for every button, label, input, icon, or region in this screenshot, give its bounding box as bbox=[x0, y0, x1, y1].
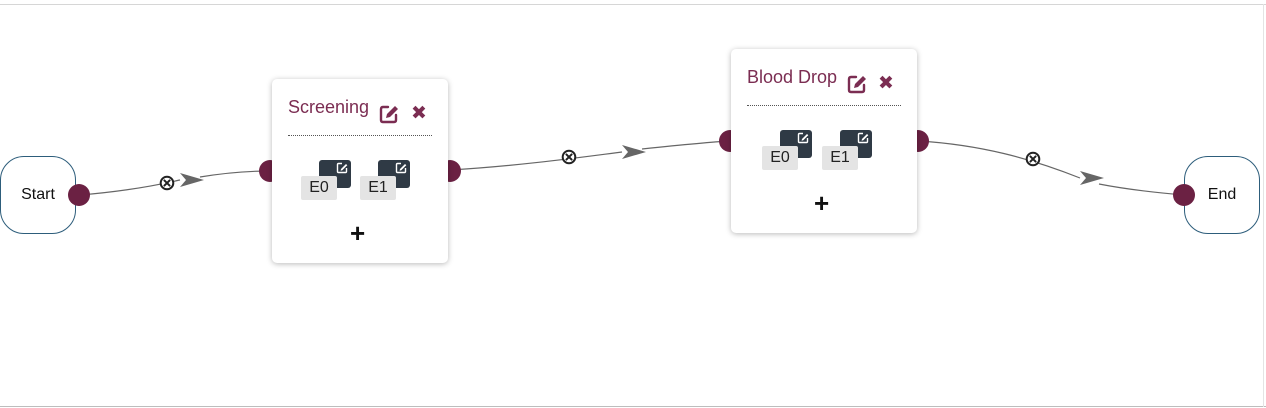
stage-header: Screening ✖ bbox=[288, 95, 432, 136]
link-screening-blood-drop-b bbox=[641, 140, 731, 150]
event-e1[interactable]: E1 bbox=[822, 130, 872, 170]
end-input-port[interactable] bbox=[1173, 184, 1195, 206]
link-start-screening-a bbox=[79, 179, 181, 196]
link-blood-drop-end-b bbox=[1098, 183, 1185, 196]
edit-icon[interactable] bbox=[797, 132, 809, 144]
stage-header: Blood Drop ✖ bbox=[747, 65, 901, 106]
close-icon[interactable]: ✖ bbox=[411, 103, 427, 124]
edit-icon[interactable] bbox=[857, 132, 869, 144]
canvas-bottom-border bbox=[0, 406, 1266, 407]
start-output-port[interactable] bbox=[68, 184, 90, 206]
link-delete-icon[interactable] bbox=[1025, 151, 1041, 167]
stage-blood-drop[interactable]: Blood Drop ✖ E0 E1 + bbox=[731, 49, 917, 233]
edit-icon[interactable] bbox=[395, 162, 407, 174]
add-event-button[interactable]: + bbox=[350, 218, 366, 248]
edit-icon[interactable] bbox=[336, 162, 348, 174]
event-label: E1 bbox=[360, 176, 396, 200]
edit-icon[interactable] bbox=[847, 74, 867, 94]
canvas-right-border bbox=[1263, 4, 1264, 407]
stage-screening[interactable]: Screening ✖ E0 E1 + bbox=[272, 79, 448, 263]
canvas-top-border bbox=[0, 4, 1266, 5]
edit-icon[interactable] bbox=[379, 104, 399, 124]
link-delete-icon[interactable] bbox=[561, 149, 577, 165]
event-e1[interactable]: E1 bbox=[360, 160, 410, 200]
link-screening-blood-drop-a bbox=[449, 151, 623, 171]
link-blood-drop-end-a bbox=[919, 140, 1081, 179]
stage-title: Blood Drop bbox=[747, 67, 838, 87]
close-icon[interactable]: ✖ bbox=[878, 73, 894, 94]
end-node[interactable]: End bbox=[1184, 156, 1260, 234]
stage-title: Screening bbox=[288, 97, 370, 117]
event-e0[interactable]: E0 bbox=[301, 160, 351, 200]
add-event-button[interactable]: + bbox=[814, 188, 830, 218]
event-label: E0 bbox=[301, 176, 337, 200]
event-label: E0 bbox=[762, 146, 798, 170]
start-label: Start bbox=[21, 186, 55, 203]
end-label: End bbox=[1207, 186, 1237, 203]
event-label: E1 bbox=[822, 146, 858, 170]
start-node[interactable]: Start bbox=[0, 156, 76, 234]
link-delete-icon[interactable] bbox=[159, 175, 175, 191]
event-e0[interactable]: E0 bbox=[762, 130, 812, 170]
